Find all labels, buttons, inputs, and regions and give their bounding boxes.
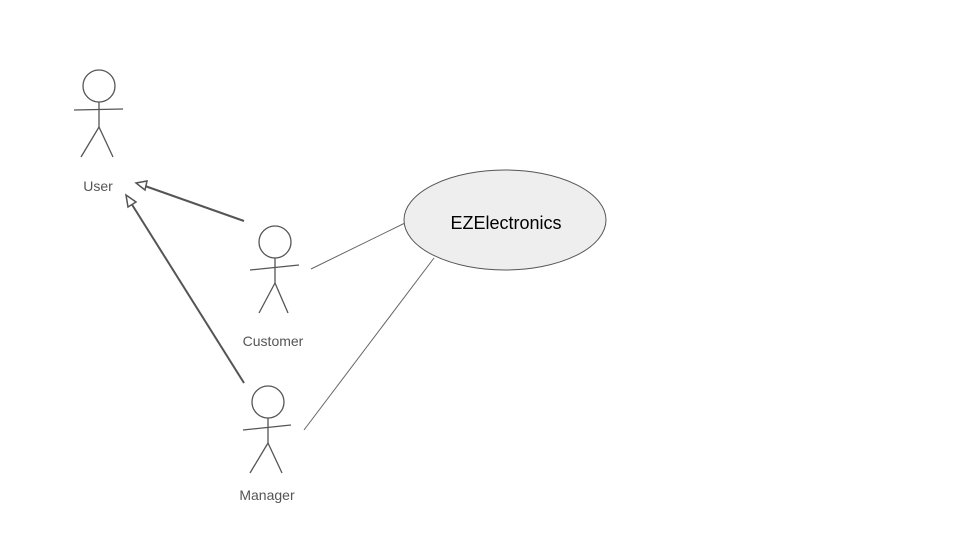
association-customer-ezelectronics — [310, 222, 406, 270]
actor-manager: Manager — [239, 385, 295, 503]
generalization-customer-user — [134, 180, 245, 222]
actor-customer: Customer — [243, 225, 304, 349]
generalization-manager-user — [124, 193, 245, 384]
stick-figure-icon — [249, 225, 300, 314]
stick-figure-icon — [242, 385, 292, 474]
actor-label-manager: Manager — [239, 487, 295, 503]
actor-user: User — [73, 69, 124, 194]
use-case-ellipse — [403, 169, 607, 271]
actor-label-customer: Customer — [243, 333, 304, 349]
hollow-arrowhead-icon — [124, 193, 138, 209]
use-case-ezelectronics: EZElectronics — [403, 169, 607, 271]
use-case-label: EZElectronics — [450, 213, 561, 233]
association-manager-ezelectronics — [303, 257, 435, 431]
actor-label-user: User — [83, 178, 113, 194]
hollow-arrowhead-icon — [134, 180, 148, 192]
stick-figure-icon — [73, 69, 124, 158]
